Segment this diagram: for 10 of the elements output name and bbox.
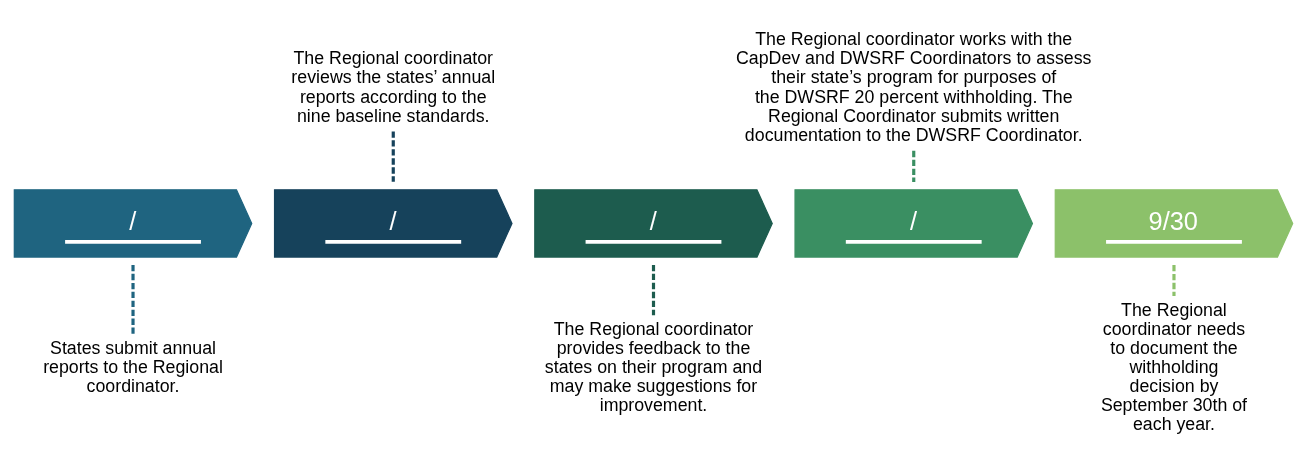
connector (912, 150, 916, 183)
connector (391, 131, 395, 182)
connector (131, 265, 135, 335)
node-text: The Regional coordinator works with the CapDev and DWSRF Coordinators to assess their state’s program for purposes of the DWSRF 20 percent withholding. The Regional Coordinator submits written documentation to the DWSRF Coordinator. (736, 29, 1092, 145)
node-text: The Regional coordinator reviews the states’ annual reports according to the nine baseline standards. (291, 48, 496, 126)
node-text: The Regional coordinator needs to document the withholding decision by September 30th of each year. (1100, 299, 1248, 435)
connector (1172, 265, 1176, 297)
node-text: States submit annual reports to the Regional coordinator. (43, 337, 223, 396)
node-text: The Regional coordinator provides feedback to the states on their program and may make suggestions for improvement. (544, 318, 763, 415)
connector (651, 265, 656, 316)
